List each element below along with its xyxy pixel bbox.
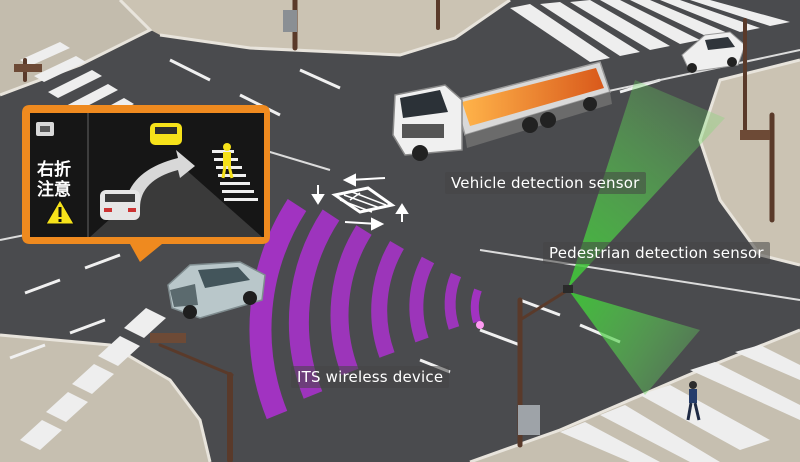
display-warning-line1: 右折 [37, 160, 71, 180]
pedestrian-sensor-head [563, 285, 573, 293]
pedestrian-sensor-beam [570, 292, 700, 395]
its-signal-source [476, 321, 484, 329]
zebra-crossing-bottom-right [560, 345, 800, 462]
curb [0, 0, 153, 97]
pedestrian [686, 381, 701, 421]
sidewalk-right [700, 60, 800, 265]
display-pedestrian-icon [221, 143, 234, 179]
zebra-crossing-top-right [510, 0, 790, 62]
pedestrian-sensor-label: Pedestrian detection sensor [543, 242, 770, 264]
white-car [681, 31, 746, 73]
zebra-crossing-bottom-left [20, 308, 166, 450]
traffic-signal-heads [14, 64, 770, 343]
utility-box [518, 405, 540, 435]
vehicle-sensor-label: Vehicle detection sensor [445, 172, 646, 194]
display-own-car-icon [100, 190, 140, 220]
its-wireless-waves [249, 199, 482, 420]
display-oncoming-car-icon [150, 123, 182, 145]
sidewalk-top [95, 0, 510, 55]
road-diamond-marking [331, 186, 396, 214]
curb [159, 0, 511, 57]
display-turn-arrow-icon [125, 150, 195, 208]
curb [0, 333, 212, 462]
vehicle-sensor-beam [568, 80, 725, 288]
utility-box [283, 10, 297, 32]
its-device-label: ITS wireless device [291, 366, 450, 388]
road-arrows [311, 173, 409, 231]
display-warning-line2: 注意 [37, 180, 71, 200]
in-car-display-callout[interactable] [22, 105, 270, 262]
turning-car [167, 261, 266, 319]
truck [392, 61, 612, 161]
